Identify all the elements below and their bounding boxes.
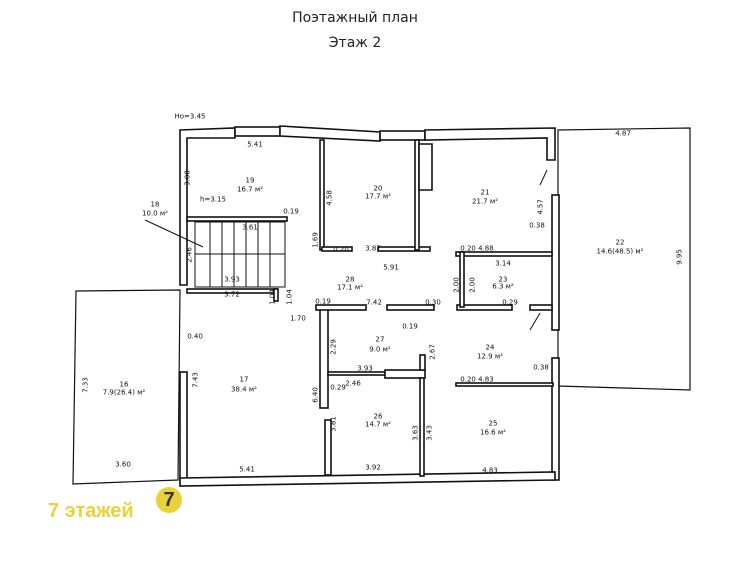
dimension: 2.46 (185, 247, 194, 263)
room-area: 10.0 м² (142, 209, 168, 218)
dimension: 1.04 (285, 289, 294, 305)
room-number: 27 (375, 335, 385, 344)
room-number: 19 (245, 176, 255, 185)
dimension: 0.29 (502, 298, 518, 307)
room-number: 21 (480, 188, 490, 197)
watermark-text: 7 этажей (48, 500, 134, 522)
walls (179, 125, 560, 487)
dimension: 7.43 (191, 372, 200, 388)
dimension: 5.41 (247, 140, 263, 149)
dimension: 3.87 (365, 244, 381, 253)
dimension: 0.20 4.83 (460, 375, 494, 384)
room-number: 20 (373, 184, 383, 193)
dimension: 2.00 (452, 277, 461, 293)
dimension: 3.60 (115, 460, 131, 469)
room-area: 14.6(48.5) м² (596, 247, 644, 256)
dimension: 4.58 (325, 190, 334, 206)
room-number: 16 (119, 380, 129, 389)
dimension: 0.19 (402, 322, 418, 331)
ceiling-height: h=3.15 (200, 195, 226, 204)
dimension: 3.63 (411, 425, 420, 441)
room-area: 17.7 м² (365, 192, 391, 201)
dimension: 5.41 (239, 465, 255, 474)
room-area: 21.7 м² (472, 197, 498, 206)
dimension: 0.38 (529, 221, 545, 230)
dimension: 1.04 (268, 289, 277, 305)
dimension: 3.08 (183, 170, 192, 186)
room-area: 16.7 м² (237, 185, 263, 194)
dimension: 2.67 (428, 344, 437, 360)
floor-subtitle: Этаж 2 (328, 35, 382, 51)
room-number: 25 (488, 419, 498, 428)
room-area: 7.9(26.4) м² (102, 388, 146, 397)
dimension: 3.93 (357, 364, 373, 373)
room-number: 22 (615, 238, 625, 247)
dimension: 3.61 (242, 223, 258, 232)
level-mark: Но=3.45 (174, 112, 206, 121)
room-number: 18 (150, 200, 160, 209)
room-number: 28 (345, 275, 355, 284)
dimension: 6.40 (311, 387, 320, 403)
room-area: 14.7 м² (365, 420, 391, 429)
room-area: 12.9 м² (477, 352, 503, 361)
dimension: 0.20 4.88 (460, 244, 494, 253)
room-area: 6.3 м² (492, 282, 514, 291)
dimension: 7.33 (81, 377, 90, 393)
dimension: 3.43 (425, 425, 434, 441)
dimension: 0.29 (330, 383, 346, 392)
dimension: 3.93 (224, 275, 240, 284)
dimension: 4.57 (536, 199, 545, 215)
dimension: 2.46 (345, 379, 361, 388)
dimension: 1.70 (290, 314, 306, 323)
watermark-logo-icon: 7 (156, 487, 182, 513)
dimension: 0.20 (333, 245, 349, 254)
dimension: 0.40 (187, 332, 203, 341)
room-area: 38.4 м² (231, 385, 257, 394)
dimension: 3.81 (329, 416, 338, 432)
dimension: 2.29 (329, 339, 338, 355)
dimension: 2.00 (468, 277, 477, 293)
dimension: 0.38 (533, 363, 549, 372)
room-area: 17.1 м² (337, 283, 363, 292)
dimension: 0.19 (315, 297, 331, 306)
room-area: 9.0 м² (369, 345, 391, 354)
dimension: 0.30 (425, 298, 441, 307)
room-number: 24 (485, 343, 495, 352)
plan-title: Поэтажный план (292, 10, 418, 26)
dimension: 7.42 (366, 298, 382, 307)
dimension: 5.91 (383, 263, 399, 272)
dimension: 3.92 (365, 463, 381, 472)
room-number: 26 (373, 412, 383, 421)
stairs (144, 169, 548, 331)
terrace-16 (72, 289, 181, 485)
dimension: 3.72 (224, 290, 240, 299)
dimension: 3.14 (495, 259, 511, 268)
room-number: 23 (498, 275, 508, 284)
dimension: 0.19 (283, 207, 299, 216)
dimension: 4.87 (615, 129, 631, 138)
terrace-22 (557, 127, 691, 391)
dimension: 4.83 (482, 466, 498, 475)
room-area: 16.6 м² (480, 428, 506, 437)
room-number: 17 (239, 375, 249, 384)
dimension: 1.69 (311, 232, 320, 248)
dimension: 9.95 (675, 249, 684, 265)
